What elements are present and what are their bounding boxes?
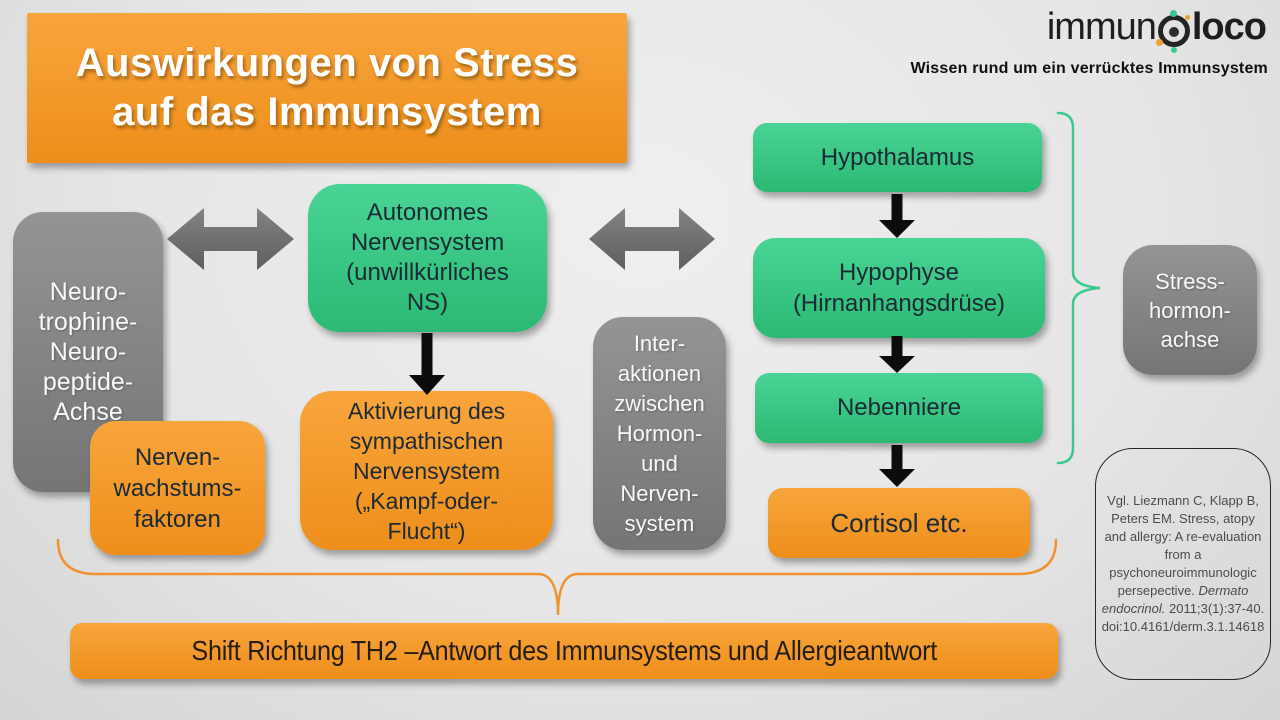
box-text-line: Autonomes — [366, 199, 489, 226]
logo-orange-dot-small — [1184, 14, 1190, 20]
box-nervenwachstumsfaktoren: Nerven- wachstums- faktoren — [90, 421, 265, 555]
box-text-line: Hormon- — [616, 420, 703, 446]
box-text-line: wachstums- — [113, 474, 242, 502]
logo-text-end: loco — [1191, 6, 1267, 48]
logo-cell-core-dot — [1168, 26, 1179, 37]
box-text-line: Flucht“) — [387, 517, 466, 544]
logo-orange-dot — [1155, 38, 1163, 46]
citation-journal: Dermato endocrinol. — [1101, 583, 1249, 616]
box-text-line: Nerven- — [620, 480, 699, 506]
curly-brace-green-icon — [1056, 111, 1101, 465]
curly-brace-orange-icon — [56, 538, 1058, 616]
box-text-line: faktoren — [134, 505, 221, 533]
box-text-line: zwischen — [614, 390, 705, 416]
box-text-line: Nebenniere — [836, 394, 962, 421]
bottom-banner: Shift Richtung TH2 –Antwort des Immunsys… — [70, 623, 1058, 679]
box-text-line: sympathischen — [349, 427, 504, 454]
logo-tagline: Wissen rund um ein verrücktes Immunsyste… — [910, 60, 1268, 77]
box-text-line: Nervensystem — [353, 457, 500, 484]
box-text-line: Nervensystem — [350, 229, 505, 256]
box-hypothalamus: Hypothalamus — [753, 123, 1042, 192]
box-text-line: trophine- — [38, 308, 138, 336]
box-text-line: Hypophyse — [838, 259, 960, 286]
down-arrow-icon — [879, 336, 915, 373]
logo-teal-dot — [1169, 9, 1177, 17]
citation-text: Vgl. Liezmann C, Klapp B, Peters EM. Str… — [1102, 492, 1265, 636]
box-text-line: aktionen — [617, 360, 702, 386]
box-aktivierung-sympathisches-ns: Aktivierung des sympathischen Nervensyst… — [300, 391, 553, 550]
logo-green-dot — [1170, 46, 1177, 53]
box-text-line: und — [641, 450, 678, 476]
bottom-banner-label: Shift Richtung TH2 –Antwort des Immunsys… — [191, 635, 937, 666]
box-text-line: peptide- — [42, 368, 134, 396]
box-nebenniere: Nebenniere — [755, 373, 1043, 443]
title-banner: Auswirkungen von Stress auf das Immunsys… — [27, 13, 627, 163]
box-text-line: (unwillkürliches — [346, 259, 509, 286]
double-arrow-icon — [167, 208, 294, 270]
box-text-line: system — [624, 510, 695, 536]
box-text-line: achse — [1160, 326, 1220, 352]
citation-text-before: Vgl. Liezmann C, Klapp B, Peters EM. Str… — [1104, 493, 1262, 598]
box-autonomes-nervensystem: Autonomes Nervensystem (unwillkürliches … — [308, 184, 547, 332]
box-interaktionen-hormon-nervensystem: Inter- aktionen zwischen Hormon- und Ner… — [593, 317, 726, 550]
box-text-line: Hypothalamus — [820, 143, 975, 171]
box-stresshormonachse: Stress- hormon- achse — [1123, 245, 1257, 375]
title-line-1: Auswirkungen von Stress — [75, 41, 579, 85]
box-text-line: hormon- — [1149, 297, 1231, 323]
box-hypophyse: Hypophyse (Hirnanhangsdrüse) — [753, 238, 1045, 338]
double-arrow-icon — [589, 208, 715, 270]
box-cortisol: Cortisol etc. — [768, 488, 1030, 558]
box-text-line: Nerven- — [134, 443, 221, 471]
citation-box: Vgl. Liezmann C, Klapp B, Peters EM. Str… — [1095, 448, 1271, 680]
box-neurotrophine-neuropeptide-achse: Neuro- trophine- Neuro- peptide- Achse — [13, 212, 163, 492]
down-arrow-icon — [409, 333, 445, 395]
logo-cell-icon — [1155, 9, 1190, 53]
box-text-line: NS) — [406, 289, 449, 316]
box-text-line: Stress- — [1155, 268, 1225, 294]
citation-text-after: 2011;3(1):37-40. doi:10.4161/derm.3.1.14… — [1101, 601, 1265, 634]
box-text-line: Cortisol etc. — [830, 507, 968, 538]
box-text-line: („Kampf-oder- — [354, 487, 499, 514]
down-arrow-icon — [879, 445, 915, 487]
logo-text-start: immun — [1046, 6, 1157, 48]
title-line-2: auf das Immunsystem — [112, 90, 542, 134]
box-text-line: Inter- — [633, 330, 686, 356]
box-text-line: Neuro- — [49, 278, 127, 306]
logo: immun loco — [1046, 6, 1267, 53]
box-text-line: Aktivierung des — [347, 397, 506, 424]
box-text-line: Neuro- — [49, 338, 127, 366]
box-text-line: (Hirnanhangsdrüse) — [792, 290, 1006, 317]
down-arrow-icon — [879, 194, 915, 238]
